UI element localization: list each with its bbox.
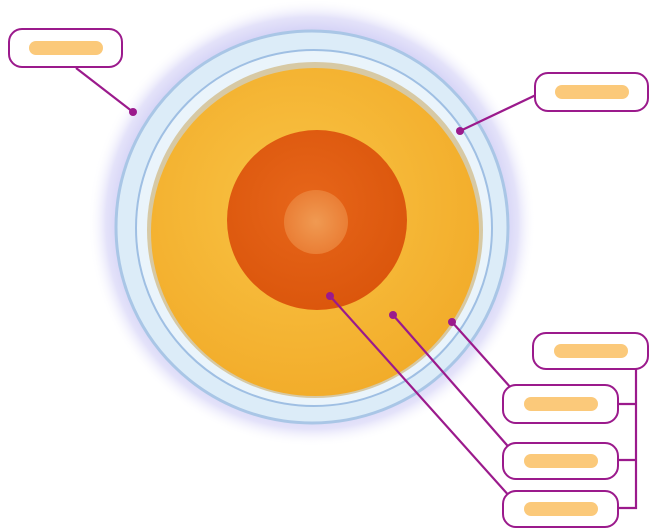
leader-line-halo [76, 68, 133, 112]
label-box-outer-layer[interactable] [502, 384, 619, 424]
label-text-halo [10, 30, 121, 66]
label-box-halo[interactable] [8, 28, 123, 68]
label-text-shell [536, 74, 647, 110]
leader-dot-inner-core [326, 292, 334, 300]
label-text-bracket-top [534, 334, 647, 368]
label-text-inner-core [504, 492, 617, 526]
label-text-outer-layer [504, 386, 617, 422]
leader-dot-halo [129, 108, 137, 116]
leader-dot-outer-layer [448, 318, 456, 326]
label-box-shell[interactable] [534, 72, 649, 112]
label-box-bracket-top[interactable] [532, 332, 649, 370]
leader-dot-shell [456, 127, 464, 135]
bracket-line [617, 360, 636, 508]
label-box-middle-layer[interactable] [502, 442, 619, 480]
leader-dot-middle-layer [389, 311, 397, 319]
label-text-middle-layer [504, 444, 617, 478]
label-box-inner-core[interactable] [502, 490, 619, 528]
core-center [284, 190, 348, 254]
